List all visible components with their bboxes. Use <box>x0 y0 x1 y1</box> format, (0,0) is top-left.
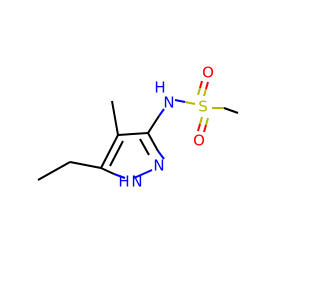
bond-ethyl-ch3-ch2 <box>37 161 71 181</box>
bond-s-o-bottom-o2 <box>203 124 207 133</box>
structure-diagram: H N S O O N N H <box>37 64 239 191</box>
bond-s-o-bottom-s <box>199 116 203 125</box>
amide-h-label: H <box>154 79 165 97</box>
bond-s-o-top-o2 <box>199 80 203 89</box>
bond-s-ch3 <box>223 107 239 114</box>
bond-c5-c4 <box>100 134 119 169</box>
bond-c3-n2 <box>147 132 159 152</box>
oxygen-top-label: O <box>202 64 214 82</box>
sulfur-label: S <box>198 98 208 116</box>
bond-s-o-top-o <box>205 81 209 90</box>
bond-c3-n2-n-part <box>157 150 165 160</box>
oxygen-bottom-label: O <box>193 132 205 150</box>
bond-n1-c5-n-part <box>113 173 126 179</box>
bond-c4-c3 <box>117 132 149 136</box>
bond-c3-nh <box>147 115 160 134</box>
bond-s-o-bottom-s2 <box>205 117 209 126</box>
amide-n-label: N <box>163 94 174 112</box>
bond-c3-nh-n-part <box>158 108 165 117</box>
bond-c4-methyl <box>111 100 119 136</box>
bond-n1-c5 <box>100 167 115 175</box>
bond-s-o-bottom-o <box>197 123 201 132</box>
bond-s-o-top-s2 <box>197 87 201 96</box>
bond-n2-n1 <box>133 169 153 179</box>
bond-c3-n2-inner <box>139 138 150 156</box>
ring-n2-label: N <box>153 157 164 175</box>
bond-s-o-top-s <box>203 88 207 97</box>
bond-nh-s-n-part <box>174 99 186 103</box>
bond-ethyl-ch2-c5 <box>69 161 102 169</box>
ring-n1-h-label: H <box>118 173 129 191</box>
molecule-canvas: H N S O O N N H <box>37 64 239 191</box>
bond-nh-s-s-part <box>184 101 196 105</box>
ring-n1-label: N <box>131 173 142 191</box>
bond-c5-c4-inner <box>109 140 124 167</box>
